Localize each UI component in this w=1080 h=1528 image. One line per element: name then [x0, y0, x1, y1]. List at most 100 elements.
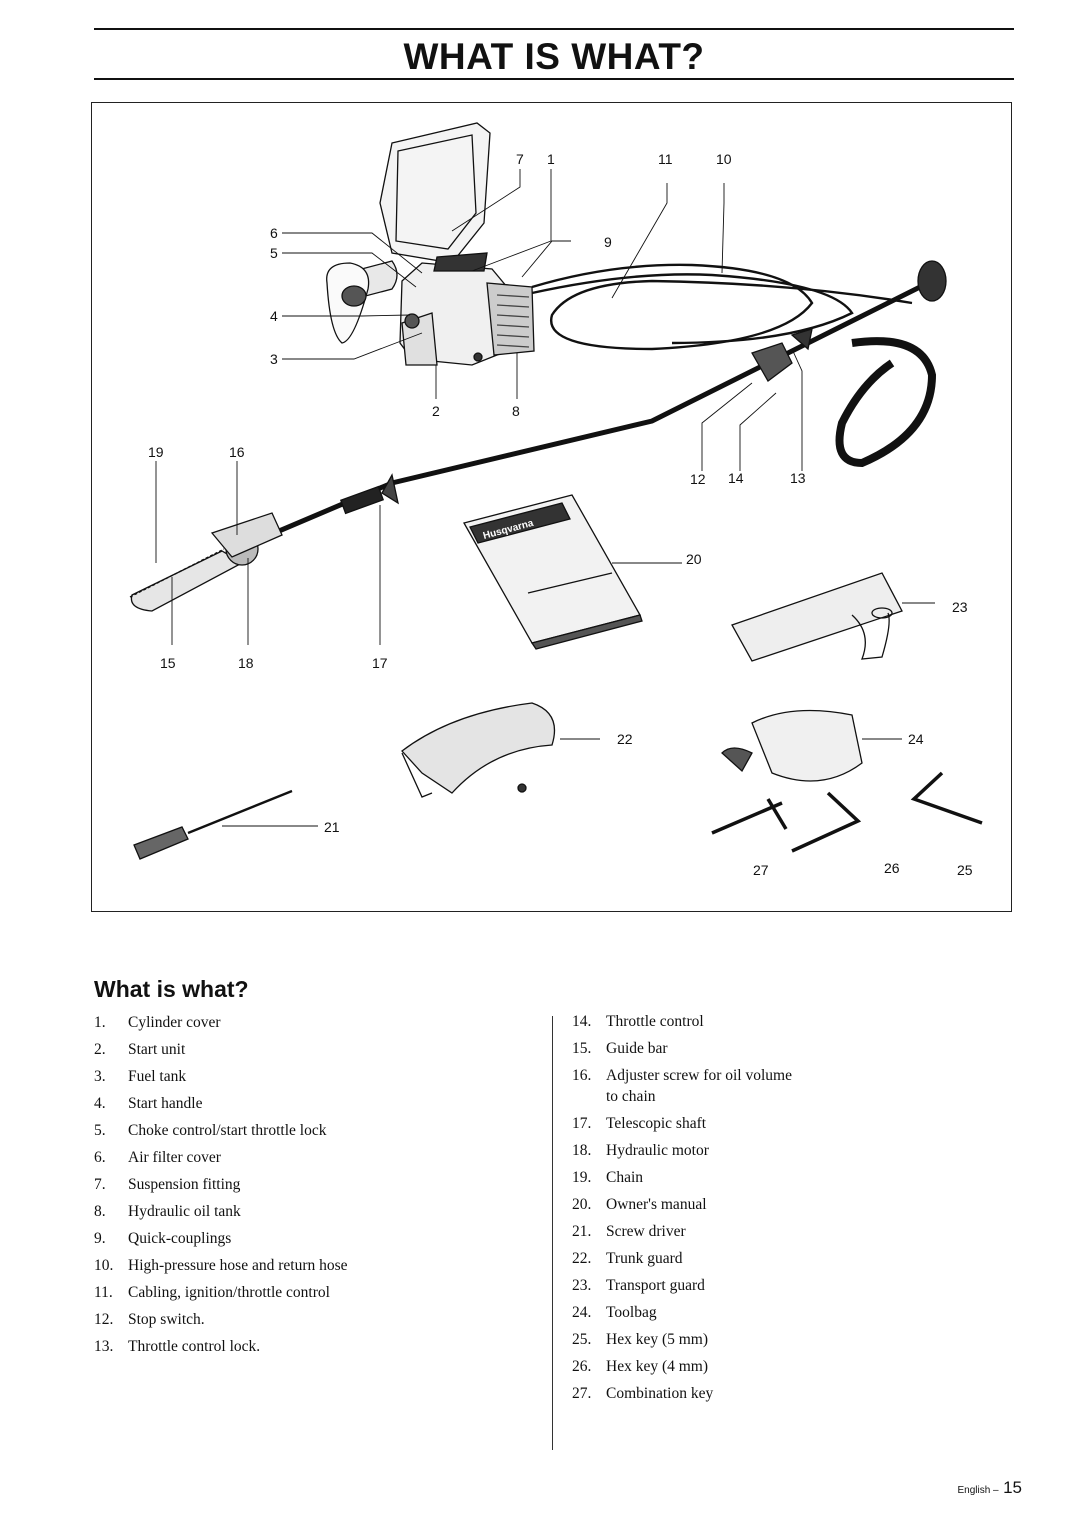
part-list-item: 5. Choke control/start throttle lock	[94, 1120, 364, 1141]
part-label: Transport guard	[606, 1277, 705, 1294]
section-heading: What is what?	[94, 976, 249, 1002]
callout-11: 11	[658, 151, 673, 167]
callout-13: 13	[790, 470, 806, 486]
part-number: 5.	[94, 1122, 106, 1139]
part-list-item: 4.Start handle	[94, 1093, 364, 1114]
part-list-item: 1.Cylinder cover	[94, 1012, 364, 1033]
part-list-item: 22.Trunk guard	[572, 1248, 802, 1269]
part-list-item: 13. Throttle control lock.	[94, 1336, 364, 1357]
part-label: Start unit	[128, 1041, 186, 1058]
trunk-guard-drawing	[401, 702, 556, 798]
engine-unit-drawing	[399, 252, 535, 366]
part-label: Throttle control	[606, 1013, 704, 1030]
part-label: Cabling, ignition/throttle control	[128, 1284, 330, 1301]
part-number: 12.	[94, 1311, 114, 1328]
part-label: Owner's manual	[606, 1196, 707, 1213]
callout-2: 2	[432, 403, 440, 419]
part-label: Air filter cover	[128, 1149, 221, 1166]
callout-23: 23	[952, 599, 968, 615]
part-list-item: 17.Telescopic shaft	[572, 1113, 802, 1134]
part-number: 17.	[572, 1115, 592, 1132]
part-number: 1.	[94, 1014, 106, 1031]
callout-10: 10	[716, 151, 732, 167]
part-list-item: 25. Hex key (5 mm)	[572, 1329, 802, 1350]
telescopic-shaft-drawing	[231, 260, 947, 554]
part-list-item: 14. Throttle control	[572, 1011, 802, 1032]
parts-list-left: 1.Cylinder cover 2. Start unit 3. Fuel tank 4…	[94, 1012, 364, 1363]
callout-14: 14	[728, 470, 744, 486]
callout-24: 24	[908, 731, 924, 747]
keys-drawing	[711, 771, 983, 853]
part-label: Combination key	[606, 1385, 714, 1402]
part-label: Hydraulic motor	[606, 1142, 709, 1159]
part-list-item: 6. Air filter cover	[94, 1147, 364, 1168]
callout-5: 5	[270, 245, 278, 261]
part-number: 2.	[94, 1041, 106, 1058]
part-number: 25.	[572, 1331, 592, 1348]
part-label: High-pressure hose and return hose	[128, 1257, 348, 1274]
part-label: Guide bar	[606, 1040, 668, 1057]
callout-9: 9	[604, 234, 612, 250]
owners-manual-drawing	[463, 494, 643, 650]
part-label: Quick-couplings	[128, 1230, 232, 1247]
toolbag-drawing	[721, 709, 863, 782]
part-number: 23.	[572, 1277, 592, 1294]
part-number: 19.	[572, 1169, 592, 1186]
part-number: 24.	[572, 1304, 592, 1321]
part-label: Stop switch.	[128, 1311, 205, 1328]
part-number: 3.	[94, 1068, 106, 1085]
parts-illustration: 7 1 11 10 6 5 9 4 3 2 8 19 16 12 14 13 2…	[91, 102, 1012, 912]
part-number: 16.	[572, 1067, 592, 1084]
part-label: Hex key (5 mm)	[606, 1331, 709, 1348]
part-list-item: 19.Chain	[572, 1167, 802, 1188]
part-list-item: 20.Owner's manual	[572, 1194, 802, 1215]
parts-diagram: 7 1 11 10 6 5 9 4 3 2 8 19 16 12 14 13 2…	[129, 122, 983, 878]
part-list-item: 10. High-pressure hose and return hose	[94, 1255, 364, 1276]
part-label: Suspension fitting	[128, 1176, 241, 1193]
part-list-item: 9.Quick-couplings	[94, 1228, 364, 1249]
part-label: Start handle	[128, 1095, 203, 1112]
callout-3: 3	[270, 351, 278, 367]
column-divider	[552, 1016, 553, 1450]
part-number: 11.	[94, 1284, 113, 1301]
callout-leaders	[155, 169, 935, 827]
part-list-item: 12. Stop switch.	[94, 1309, 364, 1330]
part-label: Fuel tank	[128, 1068, 187, 1085]
part-label: Choke control/start throttle lock	[128, 1122, 327, 1139]
part-number: 8.	[94, 1203, 106, 1220]
part-label: Adjuster screw for oil volume to chain	[606, 1067, 792, 1105]
part-label: Screw driver	[606, 1223, 686, 1240]
part-number: 6.	[94, 1149, 106, 1166]
part-label: Hydraulic oil tank	[128, 1203, 241, 1220]
hydraulic-hoses-drawing	[531, 263, 913, 351]
part-list-item: 2. Start unit	[94, 1039, 364, 1060]
callout-8: 8	[512, 403, 520, 419]
backpack-frame-drawing	[326, 122, 491, 344]
callout-12: 12	[690, 471, 706, 487]
callout-27: 27	[753, 862, 769, 878]
callout-19: 19	[148, 444, 164, 460]
callout-25: 25	[957, 862, 973, 878]
part-list-item: 26. Hex key (4 mm)	[572, 1356, 802, 1377]
part-list-item: 18.Hydraulic motor	[572, 1140, 802, 1161]
part-number: 10.	[94, 1257, 114, 1274]
part-list-item: 11. Cabling, ignition/throttle control	[94, 1282, 364, 1303]
callout-16: 16	[229, 444, 245, 460]
callout-21: 21	[324, 819, 340, 835]
part-label: Toolbag	[606, 1304, 657, 1321]
part-list-item: 3. Fuel tank	[94, 1066, 364, 1087]
part-list-item: 15. Guide bar	[572, 1038, 802, 1059]
part-number: 14.	[572, 1013, 592, 1030]
callout-4: 4	[270, 308, 278, 324]
callout-15: 15	[160, 655, 176, 671]
part-list-item: 8. Hydraulic oil tank	[94, 1201, 364, 1222]
part-number: 13.	[94, 1338, 114, 1355]
page-footer: English – 15	[957, 1478, 1022, 1498]
part-label: Hex key (4 mm)	[606, 1358, 709, 1375]
part-label: Throttle control lock.	[128, 1338, 261, 1355]
part-number: 15.	[572, 1040, 592, 1057]
screw-driver-drawing	[133, 789, 293, 860]
part-number: 26.	[572, 1358, 592, 1375]
header-rule-top	[94, 28, 1014, 30]
part-list-item: 27.Combination key	[572, 1383, 802, 1404]
